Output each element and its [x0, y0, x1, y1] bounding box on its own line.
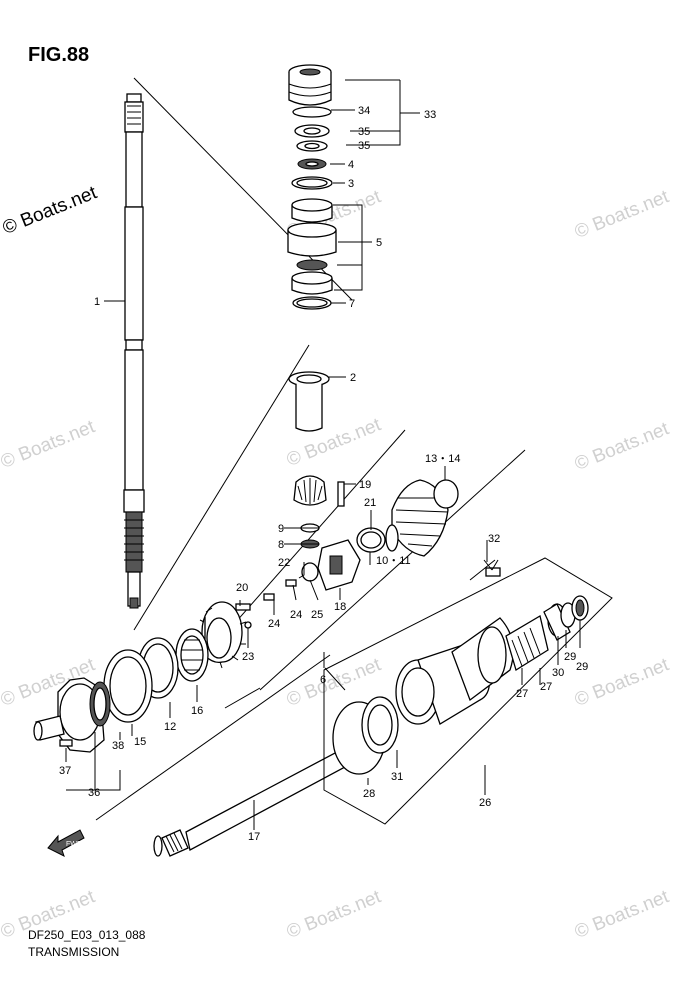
callout-29b: 29 [576, 661, 588, 673]
callout-16: 16 [191, 705, 203, 717]
diagram-name: TRANSMISSION [28, 945, 120, 959]
callout-21: 21 [364, 497, 376, 509]
callout-12: 12 [164, 721, 176, 733]
callout-5: 5 [376, 237, 382, 249]
figure-title: FIG.88 [28, 44, 90, 66]
callout-27a: 27 [516, 688, 528, 700]
callout-31: 31 [391, 771, 403, 783]
callout-2: 2 [350, 372, 356, 384]
callout-27b: 27 [540, 681, 552, 693]
callout-15: 15 [134, 736, 146, 748]
callout-28: 28 [363, 788, 375, 800]
callout-labels: 1 2 3 4 5 6 7 8 9 10・11 12 13・14 15 16 1… [59, 105, 588, 843]
diagram-code: DF250_E03_013_088 [28, 928, 146, 942]
callout-4: 4 [348, 159, 354, 171]
callout-36: 36 [88, 787, 100, 799]
callout-24b: 24 [290, 609, 302, 621]
callout-10-11: 10・11 [376, 555, 411, 567]
fwd-label: FWD [66, 841, 82, 848]
callout-26: 26 [479, 797, 491, 809]
callout-8: 8 [278, 539, 284, 551]
callout-17: 17 [248, 831, 260, 843]
drive-shaft-sleeve [288, 371, 330, 432]
bearing-housing-stack [287, 64, 337, 310]
callout-35a: 35 [358, 126, 370, 138]
callout-33: 33 [424, 109, 436, 121]
callout-23: 23 [242, 651, 254, 663]
drive-shaft [123, 93, 145, 609]
callout-32: 32 [488, 533, 500, 545]
callout-13-14: 13・14 [425, 453, 460, 465]
callout-19: 19 [359, 479, 371, 491]
callout-1: 1 [94, 296, 100, 308]
callout-24a: 24 [268, 618, 280, 630]
callout-7: 7 [349, 298, 355, 310]
callout-34: 34 [358, 105, 370, 117]
propeller-shaft-bearing-cap [33, 677, 111, 753]
callout-38: 38 [112, 740, 124, 752]
callout-18: 18 [334, 601, 346, 613]
callout-22: 22 [278, 557, 290, 569]
callout-6: 6 [320, 674, 326, 686]
forward-direction-arrow: FWD [47, 829, 85, 857]
callout-29a: 29 [564, 651, 576, 663]
callout-30: 30 [552, 667, 564, 679]
callout-3: 3 [348, 178, 354, 190]
pinion-gear-assembly [235, 475, 459, 629]
callout-25: 25 [311, 609, 323, 621]
callout-9: 9 [278, 523, 284, 535]
forward-gear-assembly [103, 601, 247, 723]
callout-20: 20 [236, 582, 248, 594]
callout-37: 37 [59, 765, 71, 777]
callout-35b: 35 [358, 140, 370, 152]
reverse-gear-housing [332, 559, 589, 775]
